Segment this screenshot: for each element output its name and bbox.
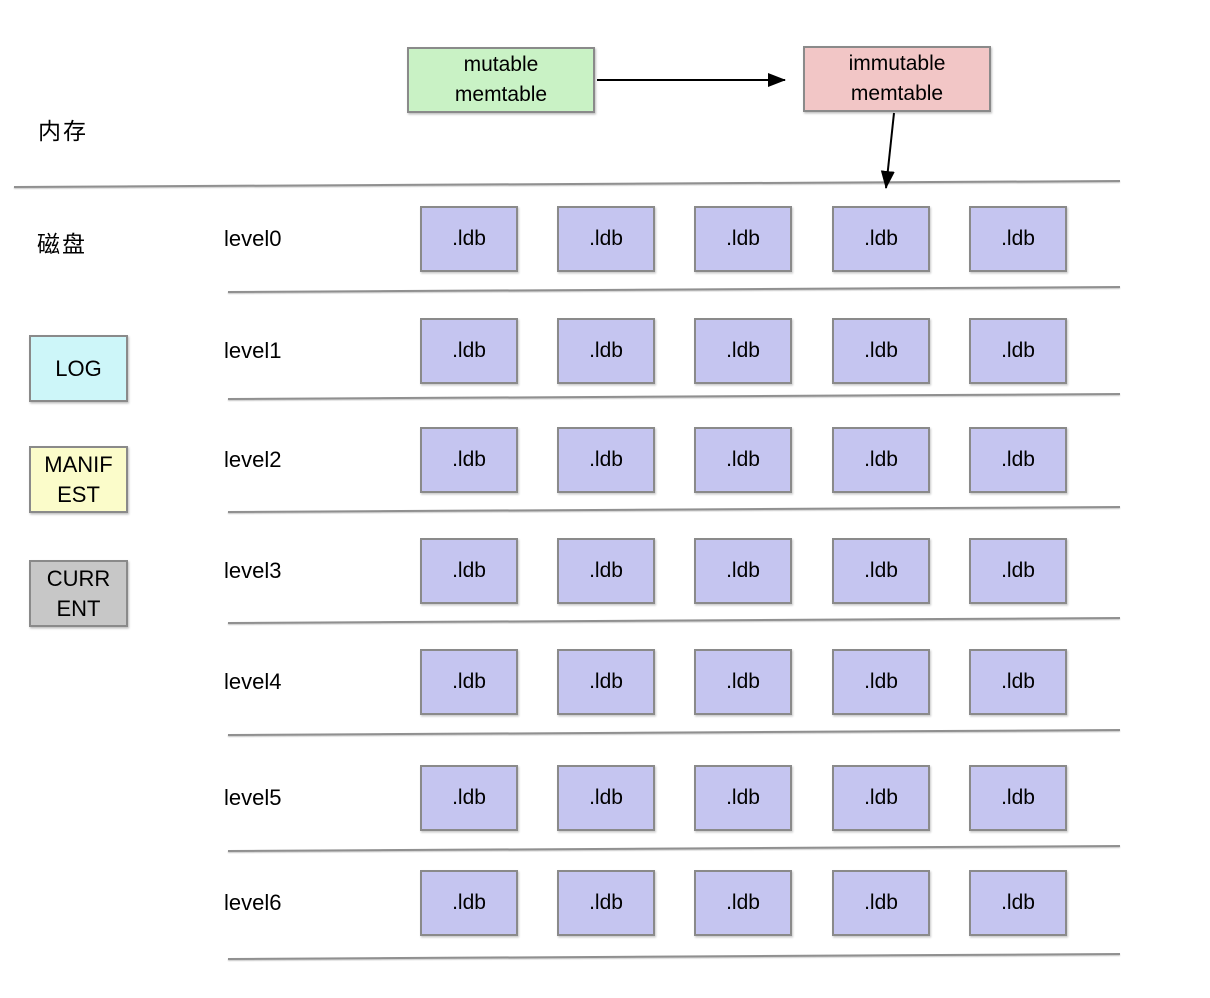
ldb-file-box: .ldb xyxy=(557,649,655,715)
current-file-box: CURR ENT xyxy=(29,560,128,627)
ldb-file-box: .ldb xyxy=(832,427,930,493)
level-row: level4 .ldb .ldb .ldb .ldb .ldb xyxy=(0,649,1210,715)
level-label: level2 xyxy=(224,447,282,472)
immutable-to-level0-arrow xyxy=(880,112,895,189)
mutable-memtable-box: mutable memtable xyxy=(407,47,595,113)
manifest-file-box: MANIF EST xyxy=(29,446,128,513)
ldb-file-box: .ldb xyxy=(969,870,1067,936)
level-row: level0 .ldb .ldb .ldb .ldb .ldb xyxy=(0,206,1210,272)
ldb-file-box: .ldb xyxy=(420,206,518,272)
ldb-file-box: .ldb xyxy=(832,870,930,936)
ldb-file-box: .ldb xyxy=(969,765,1067,831)
ldb-file-box: .ldb xyxy=(694,765,792,831)
ldb-file-box: .ldb xyxy=(420,870,518,936)
ldb-file-box: .ldb xyxy=(694,870,792,936)
ldb-file-box: .ldb xyxy=(557,206,655,272)
ldb-file-box: .ldb xyxy=(557,765,655,831)
level3-divider xyxy=(227,617,1121,624)
level-label: level1 xyxy=(224,338,282,363)
ldb-file-box: .ldb xyxy=(969,649,1067,715)
level-label: level0 xyxy=(224,226,282,251)
log-file-box: LOG xyxy=(29,335,128,402)
level5-divider xyxy=(227,845,1121,852)
ldb-file-box: .ldb xyxy=(969,206,1067,272)
level0-divider xyxy=(227,286,1121,293)
level2-divider xyxy=(227,506,1121,513)
ldb-file-box: .ldb xyxy=(557,427,655,493)
ldb-file-box: .ldb xyxy=(969,538,1067,604)
ldb-file-box: .ldb xyxy=(694,538,792,604)
level1-divider xyxy=(227,393,1121,400)
ldb-file-box: .ldb xyxy=(832,206,930,272)
immutable-memtable-box: immutable memtable xyxy=(803,46,991,112)
ldb-file-box: .ldb xyxy=(420,538,518,604)
disk-region-label: 磁盘 xyxy=(37,231,87,257)
ldb-file-box: .ldb xyxy=(420,765,518,831)
ldb-file-box: .ldb xyxy=(694,427,792,493)
ldb-file-box: .ldb xyxy=(832,765,930,831)
ldb-file-box: .ldb xyxy=(969,427,1067,493)
ldb-file-box: .ldb xyxy=(832,318,930,384)
memory-disk-divider xyxy=(13,180,1121,188)
level-label: level6 xyxy=(224,890,282,915)
ldb-file-box: .ldb xyxy=(557,870,655,936)
level-row: level2 .ldb .ldb .ldb .ldb .ldb xyxy=(0,427,1210,493)
level-label: level4 xyxy=(224,669,282,694)
level-label: level5 xyxy=(224,785,282,810)
level-label: level3 xyxy=(224,558,282,583)
ldb-file-box: .ldb xyxy=(420,318,518,384)
level6-divider xyxy=(227,953,1121,960)
level-row: level1 .ldb .ldb .ldb .ldb .ldb xyxy=(0,318,1210,384)
ldb-file-box: .ldb xyxy=(420,649,518,715)
level-row: level3 .ldb .ldb .ldb .ldb .ldb xyxy=(0,538,1210,604)
memory-region-label: 内存 xyxy=(38,118,88,144)
ldb-file-box: .ldb xyxy=(557,538,655,604)
ldb-file-box: .ldb xyxy=(832,649,930,715)
ldb-file-box: .ldb xyxy=(969,318,1067,384)
level-row: level6 .ldb .ldb .ldb .ldb .ldb xyxy=(0,870,1210,936)
ldb-file-box: .ldb xyxy=(694,318,792,384)
level4-divider xyxy=(227,729,1121,736)
ldb-file-box: .ldb xyxy=(694,649,792,715)
ldb-file-box: .ldb xyxy=(420,427,518,493)
ldb-file-box: .ldb xyxy=(832,538,930,604)
ldb-file-box: .ldb xyxy=(694,206,792,272)
ldb-file-box: .ldb xyxy=(557,318,655,384)
level-row: level5 .ldb .ldb .ldb .ldb .ldb xyxy=(0,765,1210,831)
